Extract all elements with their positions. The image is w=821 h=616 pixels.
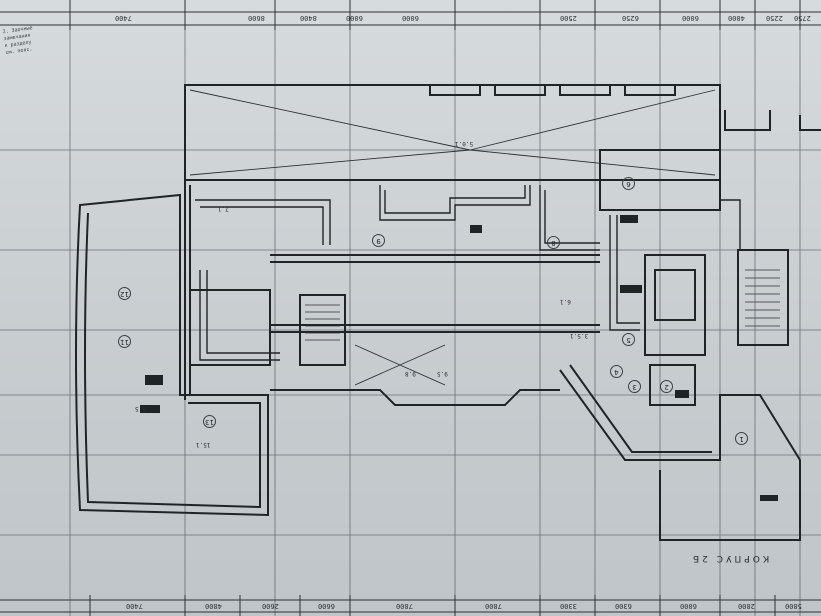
dim-bottom-4: 6600 xyxy=(318,602,335,610)
room-marker-8: 8 xyxy=(547,236,560,249)
dim-bottom-10: 2800 xyxy=(738,602,755,610)
annotation-3: 15.1 xyxy=(196,441,211,448)
annotation-2: 3.5.1 xyxy=(570,332,589,339)
dim-bottom-1: 7400 xyxy=(126,602,143,610)
dim-top-9: 4000 xyxy=(728,14,745,22)
annotation-4: 9.8 xyxy=(405,370,416,377)
annotation-7: 6.1 xyxy=(560,298,571,305)
roof-diagonals xyxy=(189,89,716,386)
bottom-dimension-line xyxy=(0,595,821,616)
dim-bottom-7: 3300 xyxy=(560,602,577,610)
room-marker-3: 3 xyxy=(628,380,641,393)
annotation-6: 5.5 xyxy=(135,405,146,412)
dim-bottom-5: 7800 xyxy=(396,602,413,610)
room-marker-11: 11 xyxy=(118,335,131,348)
room-marker-6: 6 xyxy=(622,177,635,190)
dim-top-5: 6000 xyxy=(402,14,419,22)
room-marker-12: 12 xyxy=(118,287,131,300)
room-marker-9: 9 xyxy=(372,234,385,247)
dim-top-1: 7400 xyxy=(115,14,132,22)
dim-top-2: 8600 xyxy=(248,14,265,22)
dim-top-10: 2250 xyxy=(766,14,783,22)
dim-top-7: 6250 xyxy=(622,14,639,22)
room-marker-1: 1 xyxy=(735,432,748,445)
dim-top-4: 6000 xyxy=(346,14,363,22)
dim-bottom-2: 4800 xyxy=(205,602,222,610)
dim-bottom-11: 5800 xyxy=(785,602,802,610)
dim-bottom-8: 6300 xyxy=(615,602,632,610)
section-caption: КОРПУС 2Б xyxy=(690,553,770,563)
equipment-marks xyxy=(140,215,778,501)
outer-walls xyxy=(75,84,821,541)
dim-top-11: 2750 xyxy=(794,14,811,22)
stair-treads xyxy=(305,269,780,341)
duct-runs xyxy=(195,185,741,361)
room-marker-5: 5 xyxy=(622,333,635,346)
room-marker-4: 4 xyxy=(610,365,623,378)
dim-top-8: 6000 xyxy=(682,14,699,22)
room-marker-13: 13 xyxy=(203,415,216,428)
annotation-5: 9.5 xyxy=(437,370,448,377)
annotation-1: 5.0.1 xyxy=(455,140,474,147)
room-marker-2: 2 xyxy=(660,380,673,393)
top-dimension-line xyxy=(0,0,821,30)
dim-bottom-3: 2600 xyxy=(262,602,279,610)
annotation-8: 7.1 xyxy=(218,205,229,212)
dim-bottom-9: 6000 xyxy=(680,602,697,610)
dim-top-3: 8400 xyxy=(300,14,317,22)
dim-top-6: 2500 xyxy=(560,14,577,22)
dim-bottom-6: 7800 xyxy=(485,602,502,610)
